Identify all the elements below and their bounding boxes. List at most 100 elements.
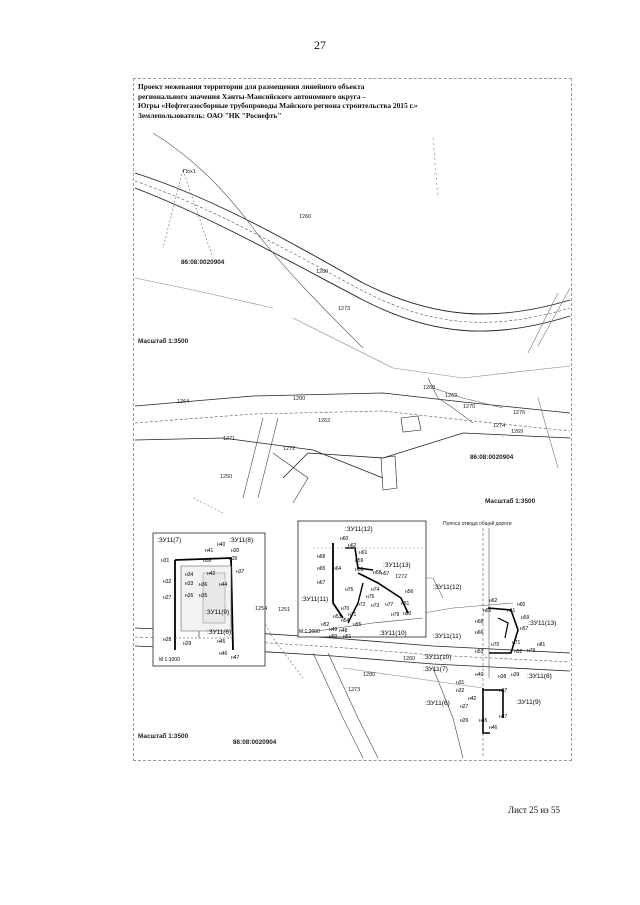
map-3-lines xyxy=(134,528,571,759)
point-label: н61 xyxy=(507,608,516,614)
point-label: н70 xyxy=(341,606,350,612)
map2-label: 1263 xyxy=(445,393,457,399)
map1-label: 1260 xyxy=(299,214,311,220)
point-label: н35 xyxy=(199,593,208,599)
map2-label: 1250 xyxy=(220,474,232,480)
point-label: н71 xyxy=(512,640,521,646)
point-label: н29 xyxy=(183,641,192,647)
inset2-zone: :ЗУ11(12) xyxy=(345,526,373,533)
inset1-zone: :ЗУ11(9) xyxy=(205,609,229,616)
point-label: н29 xyxy=(460,718,469,724)
point-label: н37 xyxy=(499,688,508,694)
point-label: н80 xyxy=(403,611,412,617)
point-label: н57 xyxy=(520,626,529,632)
cadastral-maps: Пох1 1260 1280 1273 86:08:0020904 Масшта… xyxy=(134,132,571,759)
sheet-counter: Лист 25 из 55 xyxy=(508,805,560,815)
point-label: н65 xyxy=(317,566,326,572)
map2-cadastral: 86:08:0020904 xyxy=(470,454,514,461)
zone-label: :ЗУ11(8) xyxy=(527,673,552,680)
point-label: н38 xyxy=(203,558,212,564)
point-label: н73 xyxy=(371,603,380,609)
point-label: н75 xyxy=(345,587,354,593)
zone-label: :ЗУ11(6) xyxy=(425,700,450,707)
drawing-header: Проект межевания территории для размещен… xyxy=(138,82,568,120)
point-label: н26 xyxy=(185,593,194,599)
inset1-zone: :ЗУ11(8) xyxy=(229,537,253,544)
map-1-lines xyxy=(134,132,571,379)
point-label: н74 xyxy=(371,587,380,593)
map2-label: 1276 xyxy=(513,410,525,416)
point-label: н51 xyxy=(343,634,352,640)
map3-label: 1273 xyxy=(348,687,360,693)
point-label: н54 xyxy=(341,618,350,624)
map1-label: Пох1 xyxy=(183,169,196,175)
point-label: н65 xyxy=(483,608,492,614)
point-label: н34 xyxy=(185,572,194,578)
point-label: н47 xyxy=(231,655,240,661)
point-label: н55 xyxy=(353,622,362,628)
road-label: Полоса отвода общей дороги xyxy=(443,520,512,527)
header-line-1: Проект межевания территории для размещен… xyxy=(138,82,365,91)
point-label: н36 xyxy=(199,582,208,588)
point-label: н68 xyxy=(317,554,326,560)
map2-label: 1264 xyxy=(177,399,189,405)
point-label: н40 xyxy=(475,672,484,678)
inset1-zone: :ЗУ11(7) xyxy=(157,537,181,544)
point-label: н81 xyxy=(537,642,546,648)
zone-label: :ЗУ11(9) xyxy=(516,699,541,706)
page-number: 27 xyxy=(314,38,326,52)
point-label: н62 xyxy=(348,543,357,549)
point-label: н39 xyxy=(511,672,520,678)
point-label: н31 xyxy=(456,680,465,686)
point-label: н32 xyxy=(163,579,172,585)
point-label: н45 xyxy=(217,639,226,645)
map-2-lines xyxy=(134,377,571,514)
point-label: н27 xyxy=(163,595,172,601)
zone-label: :ЗУ11(11) xyxy=(433,633,461,640)
map3-scale: Масштаб 1:3500 xyxy=(138,732,189,740)
point-label: н28 xyxy=(163,637,172,643)
point-label: н67 xyxy=(317,580,326,586)
zone-label: :ЗУ11(7) xyxy=(423,666,448,673)
map3-label: 1251 xyxy=(278,607,290,613)
point-label: н48 xyxy=(339,628,348,634)
point-label: н58 xyxy=(373,570,382,576)
point-label: н66 xyxy=(475,630,484,636)
inset1-scale: М 1:1000 xyxy=(159,657,180,663)
point-label: н52 xyxy=(321,622,330,628)
point-label: н57 xyxy=(381,571,390,577)
header-line-2: регионального значения Ханты-Мансийского… xyxy=(138,91,367,101)
zone-label: :ЗУ11(10) xyxy=(423,654,452,661)
map1-label: 1273 xyxy=(338,306,350,312)
point-label: н30 xyxy=(231,548,240,554)
map1-scale: Масштаб 1:3500 xyxy=(138,337,189,345)
point-label: н70 xyxy=(491,642,500,648)
point-label: н33 xyxy=(185,581,194,587)
point-label: н41 xyxy=(205,548,214,554)
point-label: н63 xyxy=(355,567,364,573)
map2-label: 1200 xyxy=(293,396,305,402)
point-label: н59 xyxy=(355,558,364,564)
map3-label: 1260 xyxy=(403,656,415,662)
map3-label: 1254 xyxy=(255,606,267,612)
map2-label: 1272 xyxy=(283,446,295,452)
point-label: н61 xyxy=(359,550,368,556)
inset2-zone: :ЗУ11(10) xyxy=(379,630,407,637)
drawing-frame xyxy=(133,78,572,761)
point-label: н81 xyxy=(401,601,410,607)
point-label: н32 xyxy=(456,688,465,694)
point-label: н27 xyxy=(460,704,469,710)
point-label: н71 xyxy=(348,612,357,618)
point-label: н42 xyxy=(468,696,477,702)
point-label: н45 xyxy=(479,718,488,724)
point-label: н59 xyxy=(521,615,530,621)
point-label: н50 xyxy=(329,634,338,640)
point-label: н68 xyxy=(475,619,484,625)
map2-label: 1269 xyxy=(511,429,523,435)
point-label: н52 xyxy=(514,649,523,655)
inset2-zone: :ЗУ11(11) xyxy=(301,596,328,603)
point-label: н44 xyxy=(219,582,228,588)
inset-2 xyxy=(297,520,427,638)
point-label: н53 xyxy=(475,649,484,655)
point-label: н60 xyxy=(517,602,526,608)
